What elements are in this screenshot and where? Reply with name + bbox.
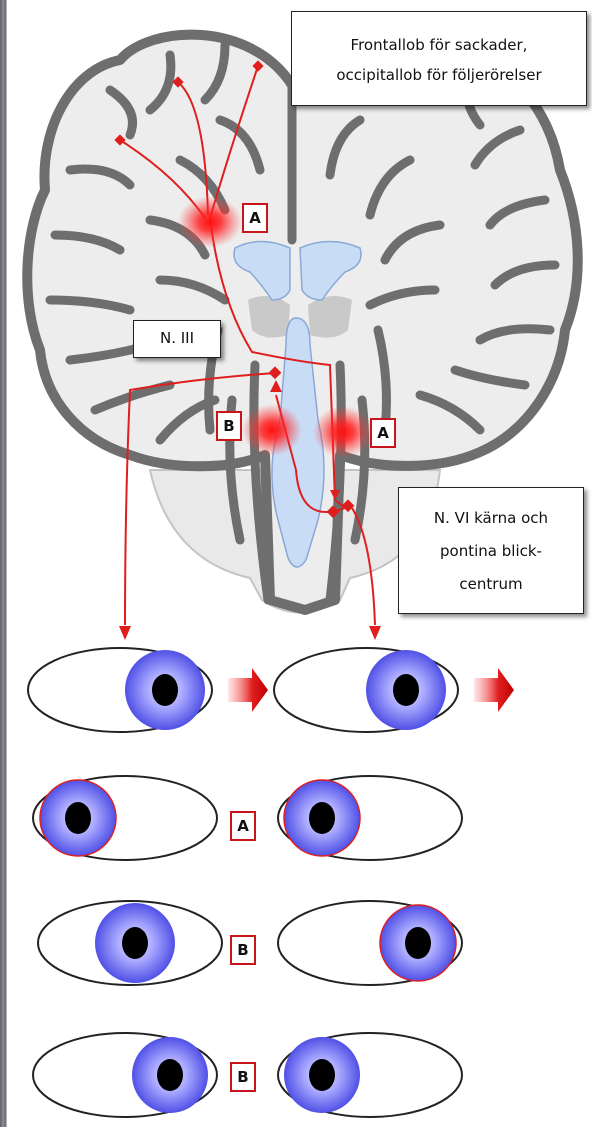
lesion-b-midbrain	[242, 404, 302, 456]
lobes-callout-line-2: occipitallob för följerörelser	[292, 60, 586, 90]
basal-ganglia-right	[308, 296, 352, 338]
n3-callout: N. III	[133, 320, 221, 358]
eye-row-normal	[28, 648, 514, 732]
arrow-right-icon	[474, 668, 514, 712]
eye-icon	[38, 901, 222, 985]
lobes-callout-line-1: Frontallob för sackader,	[292, 30, 586, 60]
lesion-tag-b: B	[216, 411, 242, 441]
eye-icon	[278, 901, 462, 985]
eye-icon	[28, 648, 212, 732]
eye-icon	[278, 776, 462, 860]
pathway-arrowhead-left	[119, 626, 131, 640]
row-tag-a: A	[230, 811, 256, 841]
lesion-tag-a-right: A	[370, 418, 396, 448]
arrow-right-icon	[228, 668, 268, 712]
eye-icon	[33, 1033, 217, 1117]
eye-icon	[274, 648, 458, 732]
eye-icon	[33, 776, 217, 860]
pathway-arrowhead-right	[369, 626, 381, 640]
lesion-a-pons	[313, 406, 373, 458]
n6-callout: N. VI kärna och pontina blick- centrum	[398, 487, 584, 614]
lesion-tag-a-upper: A	[242, 203, 268, 233]
n3-callout-label: N. III	[134, 321, 220, 355]
lobes-callout: Frontallob för sackader, occipitallob fö…	[291, 11, 587, 106]
basal-ganglia-left	[248, 296, 290, 338]
row-tag-b-1: B	[230, 935, 256, 965]
n6-callout-line-1: N. VI kärna och	[399, 502, 583, 535]
lesion-a-frontal	[178, 196, 242, 248]
n6-callout-line-3: centrum	[399, 568, 583, 601]
eye-icon	[278, 1033, 462, 1117]
n6-callout-line-2: pontina blick-	[399, 535, 583, 568]
row-tag-b-2: B	[230, 1062, 256, 1092]
